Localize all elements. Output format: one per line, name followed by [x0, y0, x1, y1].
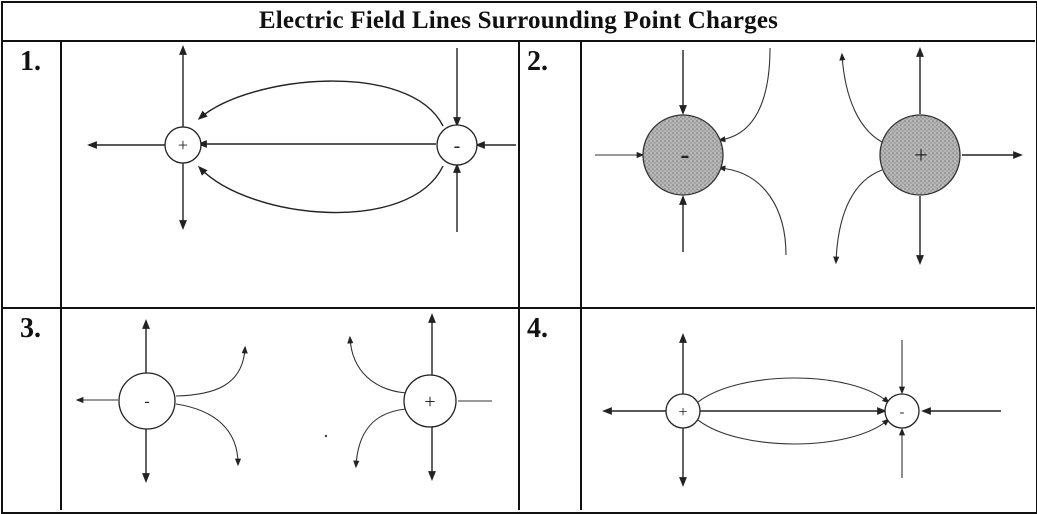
p3-positive-charge	[403, 374, 457, 428]
p1-positive-charge	[164, 126, 202, 164]
panel-3: - +	[75, 313, 492, 483]
p3-negative-charge	[118, 372, 176, 430]
p2-negative-sign: -	[681, 140, 690, 169]
figure-title: Electric Field Lines Surrounding Point C…	[258, 7, 779, 34]
panel-4: + -	[602, 333, 1001, 487]
label-divider-left	[60, 40, 62, 510]
p1-negative-charge	[436, 124, 478, 166]
p2-positive-sign: +	[914, 143, 928, 169]
p3-right-curve-down	[353, 408, 407, 469]
p1-arc-bottom	[197, 165, 444, 214]
p1-negative-sign: -	[454, 135, 461, 157]
p2-plus-curve-top	[839, 52, 883, 143]
p4-negative-charge	[884, 393, 920, 429]
center-divider	[518, 40, 520, 510]
label-divider-right	[580, 40, 582, 510]
p4-positive-sign: +	[678, 404, 687, 421]
p3-right-curve-up	[347, 335, 407, 394]
p3-negative-sign: -	[144, 393, 149, 410]
panel-label-1: 1.	[20, 46, 41, 77]
panel-label-3: 3.	[20, 313, 41, 344]
p2-minus-curve-top	[717, 47, 771, 143]
p3-left-curve-down	[175, 403, 242, 467]
p4-arc-bottom	[697, 418, 890, 445]
panel-2: - +	[595, 47, 1023, 265]
p4-negative-sign: -	[900, 405, 905, 420]
panel-label-2: 2.	[527, 46, 548, 77]
p2-minus-curve-bottom	[717, 165, 787, 256]
p2-positive-charge	[879, 114, 961, 196]
panel-label-4: 4.	[527, 313, 548, 344]
p3-left-curve-up	[175, 345, 248, 397]
p4-arc-top	[697, 377, 890, 404]
p2-negative-charge	[642, 114, 724, 196]
p3-speck	[324, 434, 328, 438]
panel-1: + -	[87, 45, 516, 232]
p3-positive-sign: +	[424, 391, 435, 413]
p2-plus-curve-bottom	[833, 169, 883, 265]
p1-positive-sign: +	[178, 135, 188, 155]
p4-positive-charge	[665, 393, 701, 429]
p1-arc-top	[197, 80, 444, 127]
